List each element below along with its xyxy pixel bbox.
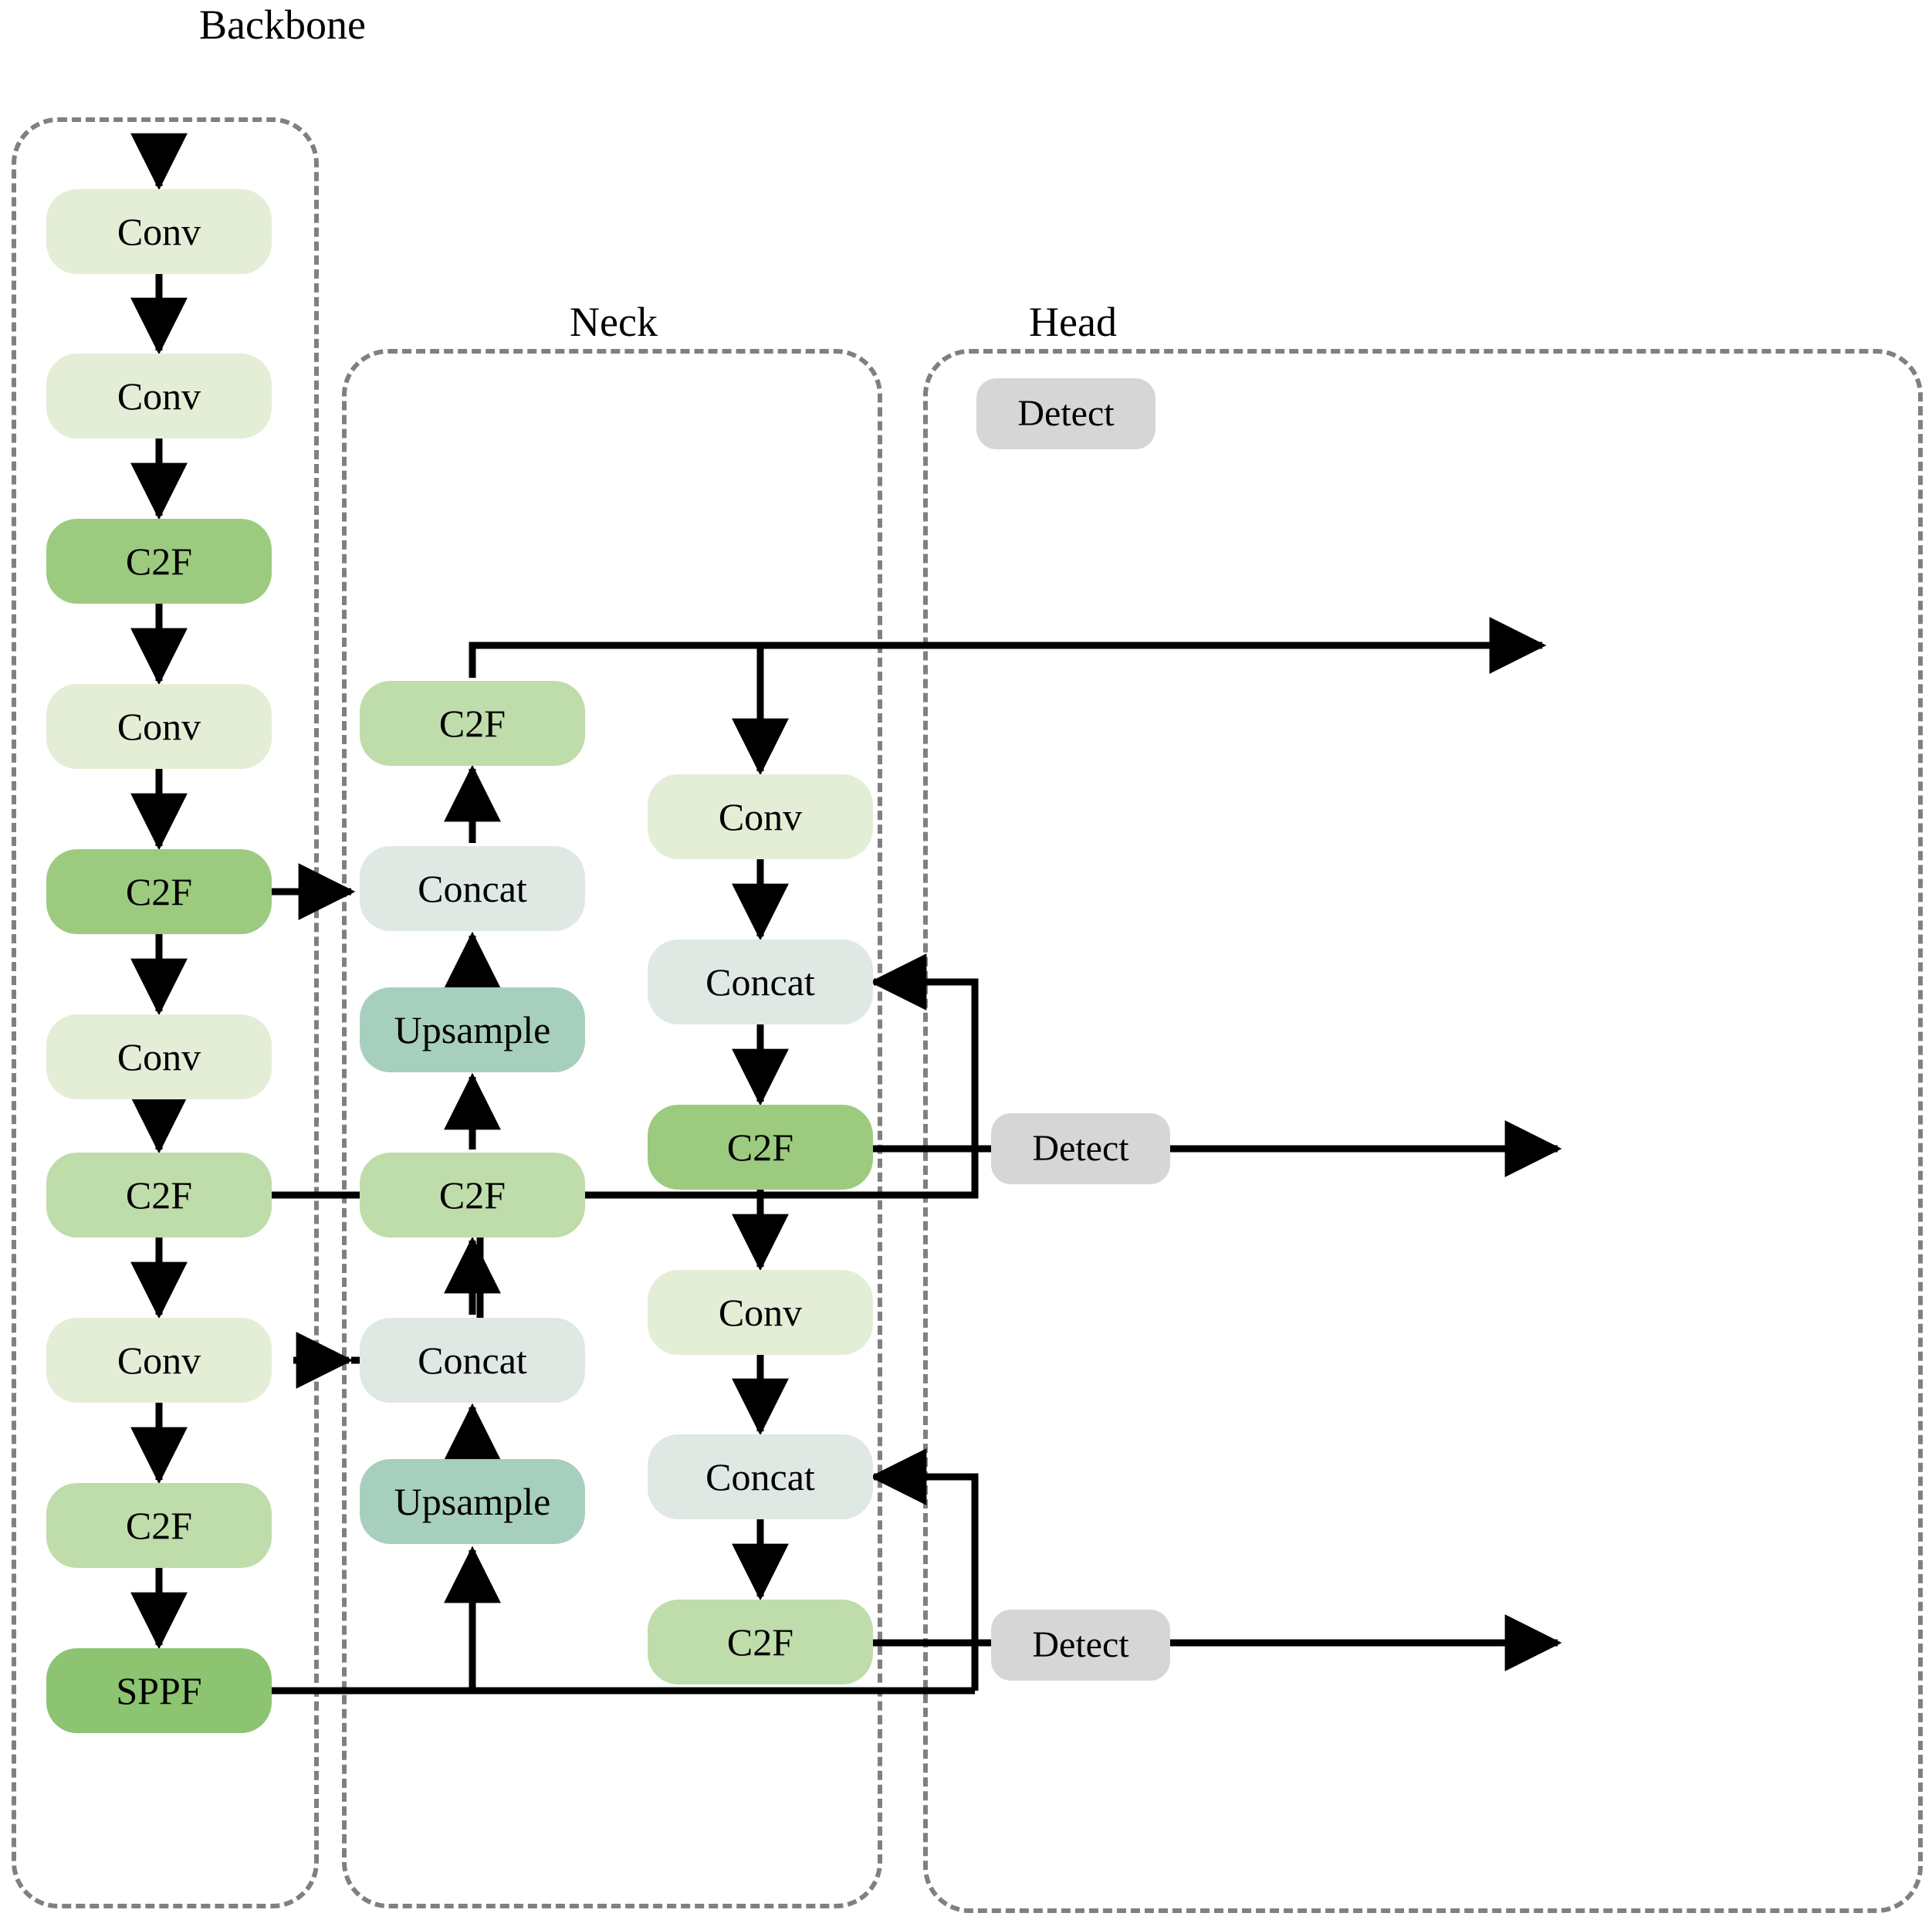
node-label: C2F: [125, 540, 193, 583]
node-label: Conv: [117, 1339, 201, 1382]
head-group-label: Head: [1029, 299, 1117, 345]
node-label: Conv: [117, 1035, 201, 1078]
neck-group-label: Neck: [570, 299, 658, 345]
node-nk2-c2f-bot[interactable]: C2F: [648, 1600, 873, 1685]
node-bb-conv1[interactable]: Conv: [46, 189, 272, 274]
node-bb-c2f3[interactable]: C2F: [46, 1153, 272, 1238]
node-label: Conv: [718, 1291, 803, 1334]
node-nk-c2f-mid[interactable]: C2F: [360, 1153, 585, 1238]
node-bb-conv4[interactable]: Conv: [46, 1014, 272, 1099]
node-bb-conv3[interactable]: Conv: [46, 684, 272, 769]
node-label: Concat: [705, 1455, 815, 1498]
node-label: C2F: [125, 1173, 193, 1217]
node-label: Concat: [418, 1339, 527, 1382]
node-label: C2F: [438, 702, 506, 745]
node-label: SPPF: [116, 1669, 202, 1712]
node-nk2-c2f-mid[interactable]: C2F: [648, 1105, 873, 1190]
node-label: Detect: [1032, 1128, 1129, 1169]
node-label: C2F: [125, 870, 193, 913]
node-bb-c2f2[interactable]: C2F: [46, 849, 272, 934]
node-bb-conv5[interactable]: Conv: [46, 1318, 272, 1403]
node-nk2-conv-top[interactable]: Conv: [648, 774, 873, 859]
backbone-group-label: Backbone: [199, 2, 366, 48]
node-label: Conv: [117, 374, 201, 418]
node-nk-ups-bot[interactable]: Upsample: [360, 1459, 585, 1544]
node-nk-concat-top[interactable]: Concat: [360, 846, 585, 931]
node-label: C2F: [726, 1620, 794, 1664]
node-label: Upsample: [394, 1480, 551, 1523]
node-bb-sppf[interactable]: SPPF: [46, 1648, 272, 1733]
node-label: Detect: [1032, 1624, 1129, 1665]
backbone-container: [12, 117, 319, 1908]
node-nk-ups-top[interactable]: Upsample: [360, 987, 585, 1072]
node-hd-detect1[interactable]: Detect: [976, 378, 1155, 449]
node-label: C2F: [125, 1504, 193, 1547]
node-label: C2F: [726, 1126, 794, 1169]
node-bb-conv2[interactable]: Conv: [46, 354, 272, 438]
node-nk2-concat-bot[interactable]: Concat: [648, 1434, 873, 1519]
node-label: Conv: [117, 210, 201, 253]
node-bb-c2f1[interactable]: C2F: [46, 519, 272, 604]
node-nk2-concat-top[interactable]: Concat: [648, 940, 873, 1024]
node-label: Detect: [1017, 393, 1115, 434]
node-nk-c2f-top[interactable]: C2F: [360, 681, 585, 766]
node-label: C2F: [438, 1173, 506, 1217]
node-label: Concat: [418, 867, 527, 910]
node-label: Concat: [705, 960, 815, 1004]
node-label: Upsample: [394, 1008, 551, 1051]
node-nk-concat-bot[interactable]: Concat: [360, 1318, 585, 1403]
node-label: Conv: [117, 705, 201, 748]
node-hd-detect3[interactable]: Detect: [991, 1610, 1170, 1681]
node-bb-c2f4[interactable]: C2F: [46, 1483, 272, 1568]
node-nk2-conv-bot[interactable]: Conv: [648, 1270, 873, 1355]
node-hd-detect2[interactable]: Detect: [991, 1113, 1170, 1184]
node-label: Conv: [718, 795, 803, 838]
